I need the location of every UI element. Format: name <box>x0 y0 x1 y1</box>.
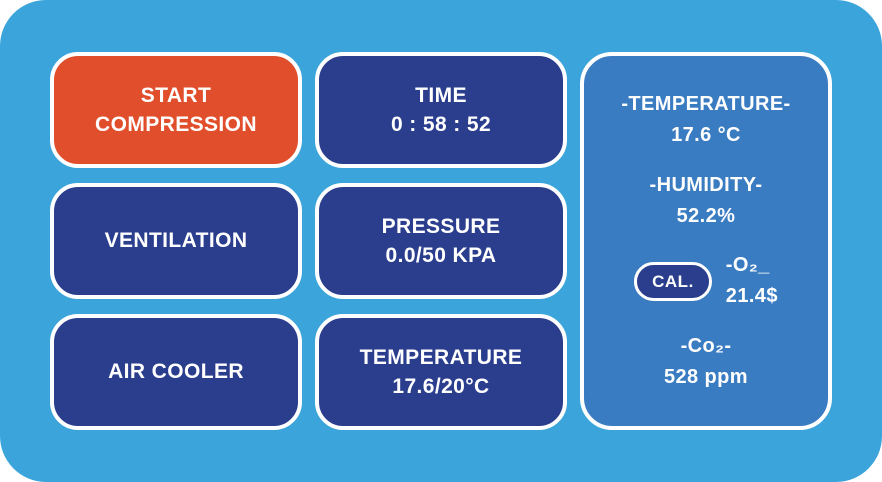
co2-readout: -Co₂- 528 ppm <box>592 331 820 393</box>
oxygen-readout-label: -O₂_ <box>725 254 770 277</box>
time-gauge-label: TIME <box>415 83 467 107</box>
temperature-gauge-label: TEMPERATURE <box>359 345 523 369</box>
time-gauge-value: 0 : 58 : 52 <box>390 113 492 136</box>
humidity-readout-label: -HUMIDITY- <box>649 173 763 196</box>
air-cooler-label: AIR COOLER <box>108 360 244 384</box>
oxygen-readout-text: -O₂_ 21.4$ <box>726 250 778 312</box>
temperature-readout-label: -TEMPERATURE- <box>621 92 791 115</box>
co2-readout-value: 528 ppm <box>664 366 748 389</box>
start-compression-button[interactable]: START COMPRESSION <box>50 52 302 168</box>
temperature-readout-value: 17.6 °C <box>671 123 741 146</box>
pressure-gauge-label: PRESSURE <box>381 214 501 238</box>
oxygen-readout-value: 21.4$ <box>725 285 778 308</box>
temperature-gauge: TEMPERATURE 17.6/20°C <box>315 314 567 430</box>
time-gauge: TIME 0 : 58 : 52 <box>315 52 567 168</box>
pressure-gauge-value: 0.0/50 KPA <box>385 244 497 267</box>
co2-readout-label: -Co₂- <box>680 335 732 358</box>
pressure-gauge: PRESSURE 0.0/50 KPA <box>315 183 567 299</box>
sensor-readout-panel: -TEMPERATURE- 17.6 °C -HUMIDITY- 52.2% C… <box>580 52 832 430</box>
start-compression-label: START COMPRESSION <box>95 83 257 136</box>
oxygen-readout: CAL. -O₂_ 21.4$ <box>592 250 820 312</box>
ventilation-label: VENTILATION <box>104 229 248 253</box>
cal-button[interactable]: CAL. <box>634 261 712 301</box>
air-cooler-button[interactable]: AIR COOLER <box>50 314 302 430</box>
humidity-readout-value: 52.2% <box>676 204 736 227</box>
ventilation-button[interactable]: VENTILATION <box>50 183 302 299</box>
humidity-readout: -HUMIDITY- 52.2% <box>592 170 820 232</box>
temperature-gauge-value: 17.6/20°C <box>392 375 490 398</box>
temperature-readout: -TEMPERATURE- 17.6 °C <box>592 89 820 151</box>
